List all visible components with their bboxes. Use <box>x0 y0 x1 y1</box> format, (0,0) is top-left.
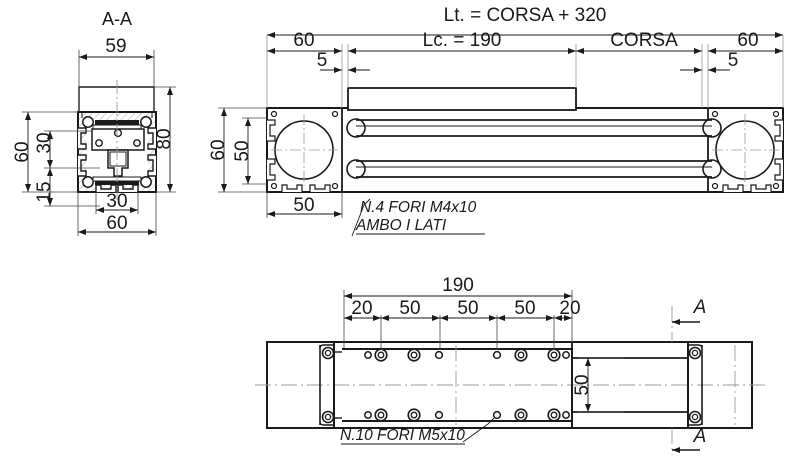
plan-right-end-cap <box>687 342 736 428</box>
dim-section-height-80: 80 <box>154 86 176 193</box>
dim-label-left-offset-5: 5 <box>317 50 328 71</box>
view-plan: 190 20 50 50 50 20 50 <box>255 275 766 455</box>
dim-section-top-width-59: 59 <box>78 36 155 112</box>
view-label-section-aa: A-A <box>102 9 132 29</box>
dim-front-height-50: 50 <box>232 117 267 185</box>
section-carriage-plate <box>78 86 155 113</box>
note-line-1: N.4 FORI M4x10 <box>360 199 477 216</box>
note-m5-holes: N.10 FORI M5x10 <box>340 417 495 445</box>
left-end-cap <box>267 110 339 192</box>
dim-label-59: 59 <box>105 36 126 57</box>
dim-left-offset-5: 5 <box>317 50 370 73</box>
belt-upper <box>346 118 722 138</box>
note-line-2: AMBO I LATI <box>355 217 447 234</box>
dim-label-bottom-30: 30 <box>106 191 127 212</box>
dim-front-height-60: 60 <box>208 107 267 193</box>
dim-label-plan-50: 50 <box>572 374 593 395</box>
dim-total-length: Lt. = CORSA + 320 <box>267 5 783 38</box>
dim-label-30: 30 <box>34 132 55 153</box>
dim-label-right-offset-5: 5 <box>728 50 739 71</box>
dim-label-bottom-60: 60 <box>106 213 127 234</box>
note-m5-label: N.10 FORI M5x10 <box>340 427 465 444</box>
dim-label-front-50: 50 <box>232 140 253 161</box>
section-marker-label-top: A <box>693 297 707 318</box>
dim-label-chain-0: 20 <box>351 298 372 319</box>
section-marker-top: A <box>671 297 707 342</box>
belt-lower <box>346 159 722 179</box>
dim-label-right-end-60: 60 <box>737 30 758 51</box>
dim-label-80: 80 <box>154 128 175 149</box>
dim-label-left-60: 60 <box>12 141 33 162</box>
dim-row-segments: 60 Lc. = 190 CORSA 60 <box>267 30 783 54</box>
dim-right-offset-5: 5 <box>680 50 739 73</box>
dim-label-chain-1: 50 <box>399 298 420 319</box>
section-marker-label-bottom: A <box>693 426 707 447</box>
dim-endcap-width-50: 50 <box>266 192 343 218</box>
dim-label-total-length: Lt. = CORSA + 320 <box>444 5 607 26</box>
dim-label-chain-2: 50 <box>457 298 478 319</box>
dim-label-plan-190: 190 <box>442 275 474 296</box>
dim-section-bottom-30: 30 <box>95 191 139 214</box>
section-marker-bottom: A <box>671 426 707 455</box>
dim-label-stroke: CORSA <box>610 30 678 51</box>
dim-label-left-end-60: 60 <box>293 30 314 51</box>
dim-section-bottom-60: 60 <box>77 192 157 236</box>
view-section-aa: 59 80 60 30 15 <box>12 9 176 236</box>
front-carriage-plate <box>347 87 577 111</box>
dim-label-carriage-length: Lc. = 190 <box>423 30 502 51</box>
note-m4-holes: N.4 FORI M4x10 AMBO I LATI <box>351 198 485 237</box>
plan-left-end-cap <box>319 342 342 428</box>
dim-plan-hole-chain: 20 50 50 50 20 <box>344 298 581 350</box>
section-profile-body <box>77 111 157 193</box>
dim-section-left-30: 30 <box>34 130 100 169</box>
dim-label-front-60: 60 <box>208 139 229 160</box>
dim-label-chain-4: 20 <box>559 298 580 319</box>
dim-label-endcap-50: 50 <box>293 195 314 216</box>
dim-label-15: 15 <box>34 181 55 202</box>
dim-section-left-15: 15 <box>34 168 100 207</box>
plan-carriage <box>342 342 573 428</box>
dim-label-chain-3: 50 <box>514 298 535 319</box>
view-front-elevation: Lt. = CORSA + 320 60 Lc. = 190 CORSA 60 … <box>208 5 784 237</box>
dim-plan-190: 190 <box>343 275 573 348</box>
dim-plan-width-50: 50 <box>572 357 624 413</box>
right-end-cap <box>711 110 783 192</box>
